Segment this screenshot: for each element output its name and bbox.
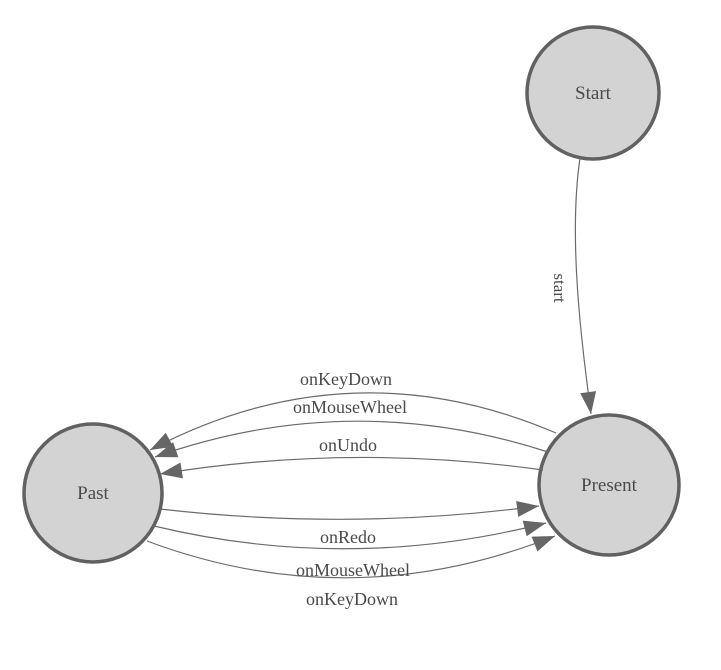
edge-label-onmousewheel-top: onMouseWheel [293, 397, 407, 417]
edge-label-onkeydown-bottom: onKeyDown [306, 589, 398, 609]
node-past-circle [22, 422, 164, 564]
edge-label-onundo: onUndo [319, 435, 377, 455]
edge-past-to-present-mousewheel [153, 520, 547, 550]
edge-present-to-past-mousewheel [154, 420, 549, 458]
edge-label-start: start [550, 273, 569, 303]
edge-present-to-past-undo [159, 456, 544, 479]
edge-present-to-past-keydown [149, 392, 557, 451]
node-present-circle [537, 413, 681, 557]
node-start: Start [525, 25, 661, 161]
edge-past-to-present-keydown [146, 535, 556, 579]
node-past-label: Past [77, 483, 109, 504]
edge-start-to-present [574, 157, 597, 415]
node-start-label: Start [575, 83, 612, 104]
node-present: Present [537, 413, 681, 557]
edges [146, 157, 597, 579]
node-start-circle [525, 25, 661, 161]
edge-label-onredo: onRedo [320, 527, 376, 547]
edge-past-to-present-redo [159, 500, 540, 520]
edge-label-onkeydown-top: onKeyDown [300, 369, 392, 389]
node-present-label: Present [581, 475, 638, 496]
edge-label-onmousewheel-bottom: onMouseWheel [296, 560, 410, 580]
edge-labels: start onKeyDown onMouseWheel onUndo onRe… [293, 273, 569, 609]
node-past: Past [22, 422, 164, 564]
